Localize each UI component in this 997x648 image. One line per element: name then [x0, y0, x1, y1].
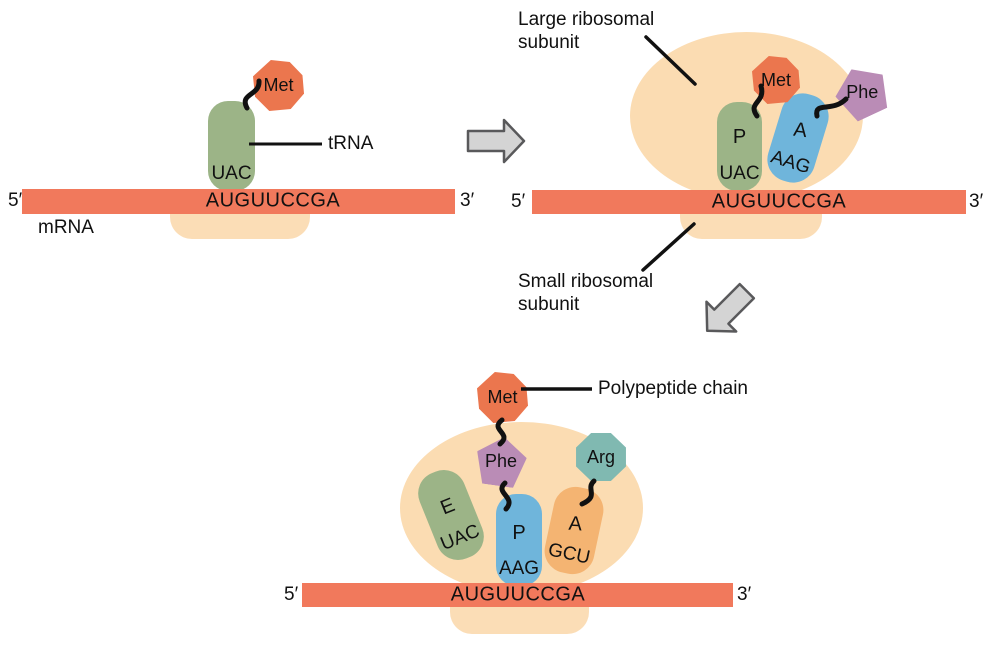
- anticodon-label: UAC: [211, 163, 252, 184]
- met-label: Met: [760, 69, 791, 90]
- mrna-label: mRNA: [38, 217, 94, 238]
- three-prime-label: 3′: [737, 584, 752, 605]
- phe-label: Phe: [845, 81, 879, 102]
- large-ribosomal-subunit-label: Large ribosomal subunit: [518, 9, 655, 53]
- anticodon-label: UAC: [719, 163, 760, 184]
- down-left-arrow-icon: [705, 282, 756, 333]
- met-amino-acid: Met: [477, 372, 528, 423]
- small-ribosomal-subunit-label: Small ribosomal subunit: [518, 271, 654, 315]
- mrna-codons: AUGUUCCGA: [450, 583, 586, 606]
- five-prime-label: 5′: [8, 190, 23, 211]
- p-site-label: P: [732, 126, 747, 148]
- p-site-trna: P AAG: [496, 494, 542, 586]
- five-prime-label: 5′: [284, 584, 299, 605]
- phe-label: Phe: [484, 451, 518, 471]
- small-ribosomal-subunit-shape: [450, 606, 589, 634]
- five-prime-label: 5′: [511, 191, 526, 212]
- right-arrow-icon: [466, 118, 526, 164]
- mrna-strand: [302, 583, 733, 607]
- initiator-trna: UAC: [208, 101, 255, 191]
- small-ribosomal-subunit-shape: [170, 213, 310, 239]
- arg-amino-acid: Arg: [576, 433, 626, 481]
- arg-label: Arg: [586, 446, 615, 467]
- mrna-codons: AUGUUCCGA: [205, 189, 341, 212]
- polypeptide-chain-label: Polypeptide chain: [598, 378, 748, 399]
- mrna-strand: [532, 190, 966, 214]
- mrna-strand: [22, 189, 455, 214]
- a-site-label: A: [792, 118, 809, 143]
- met-amino-acid: Met: [253, 60, 304, 111]
- trna-label: tRNA: [328, 133, 374, 154]
- met-label: Met: [263, 75, 294, 95]
- p-site-label: P: [512, 522, 526, 544]
- p-site-trna: P UAC: [717, 102, 762, 191]
- met-label: Met: [487, 387, 518, 407]
- a-site-label: A: [567, 512, 583, 536]
- anticodon-label: GCU: [546, 539, 592, 569]
- three-prime-label: 3′: [460, 190, 475, 211]
- anticodon-label: AAG: [498, 558, 540, 579]
- three-prime-label: 3′: [969, 191, 984, 212]
- small-ribosomal-subunit-shape: [680, 213, 822, 239]
- e-site-label: E: [437, 493, 458, 520]
- mrna-codons: AUGUUCCGA: [711, 190, 847, 213]
